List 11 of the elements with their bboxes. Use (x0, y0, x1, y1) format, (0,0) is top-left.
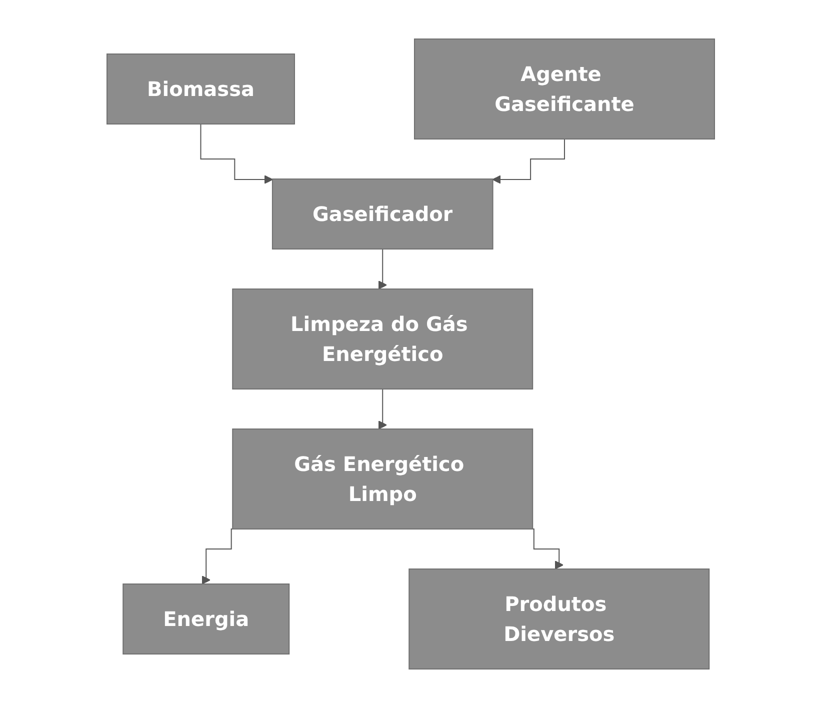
node-box: Energia (122, 584, 290, 654)
node-box: Produtos Dieversos (408, 568, 710, 670)
arrow (492, 138, 566, 184)
node-box: Biomassa (106, 54, 296, 124)
node-box: Limpeza do Gás Energético (232, 288, 534, 390)
arrow (200, 124, 274, 184)
node-box: Gaseificador (272, 178, 494, 250)
arrow (378, 248, 388, 290)
arrow (378, 388, 388, 430)
node-box: Agente Gaseificante (414, 38, 716, 140)
node-box: Gás Energético Limpo (232, 428, 534, 530)
